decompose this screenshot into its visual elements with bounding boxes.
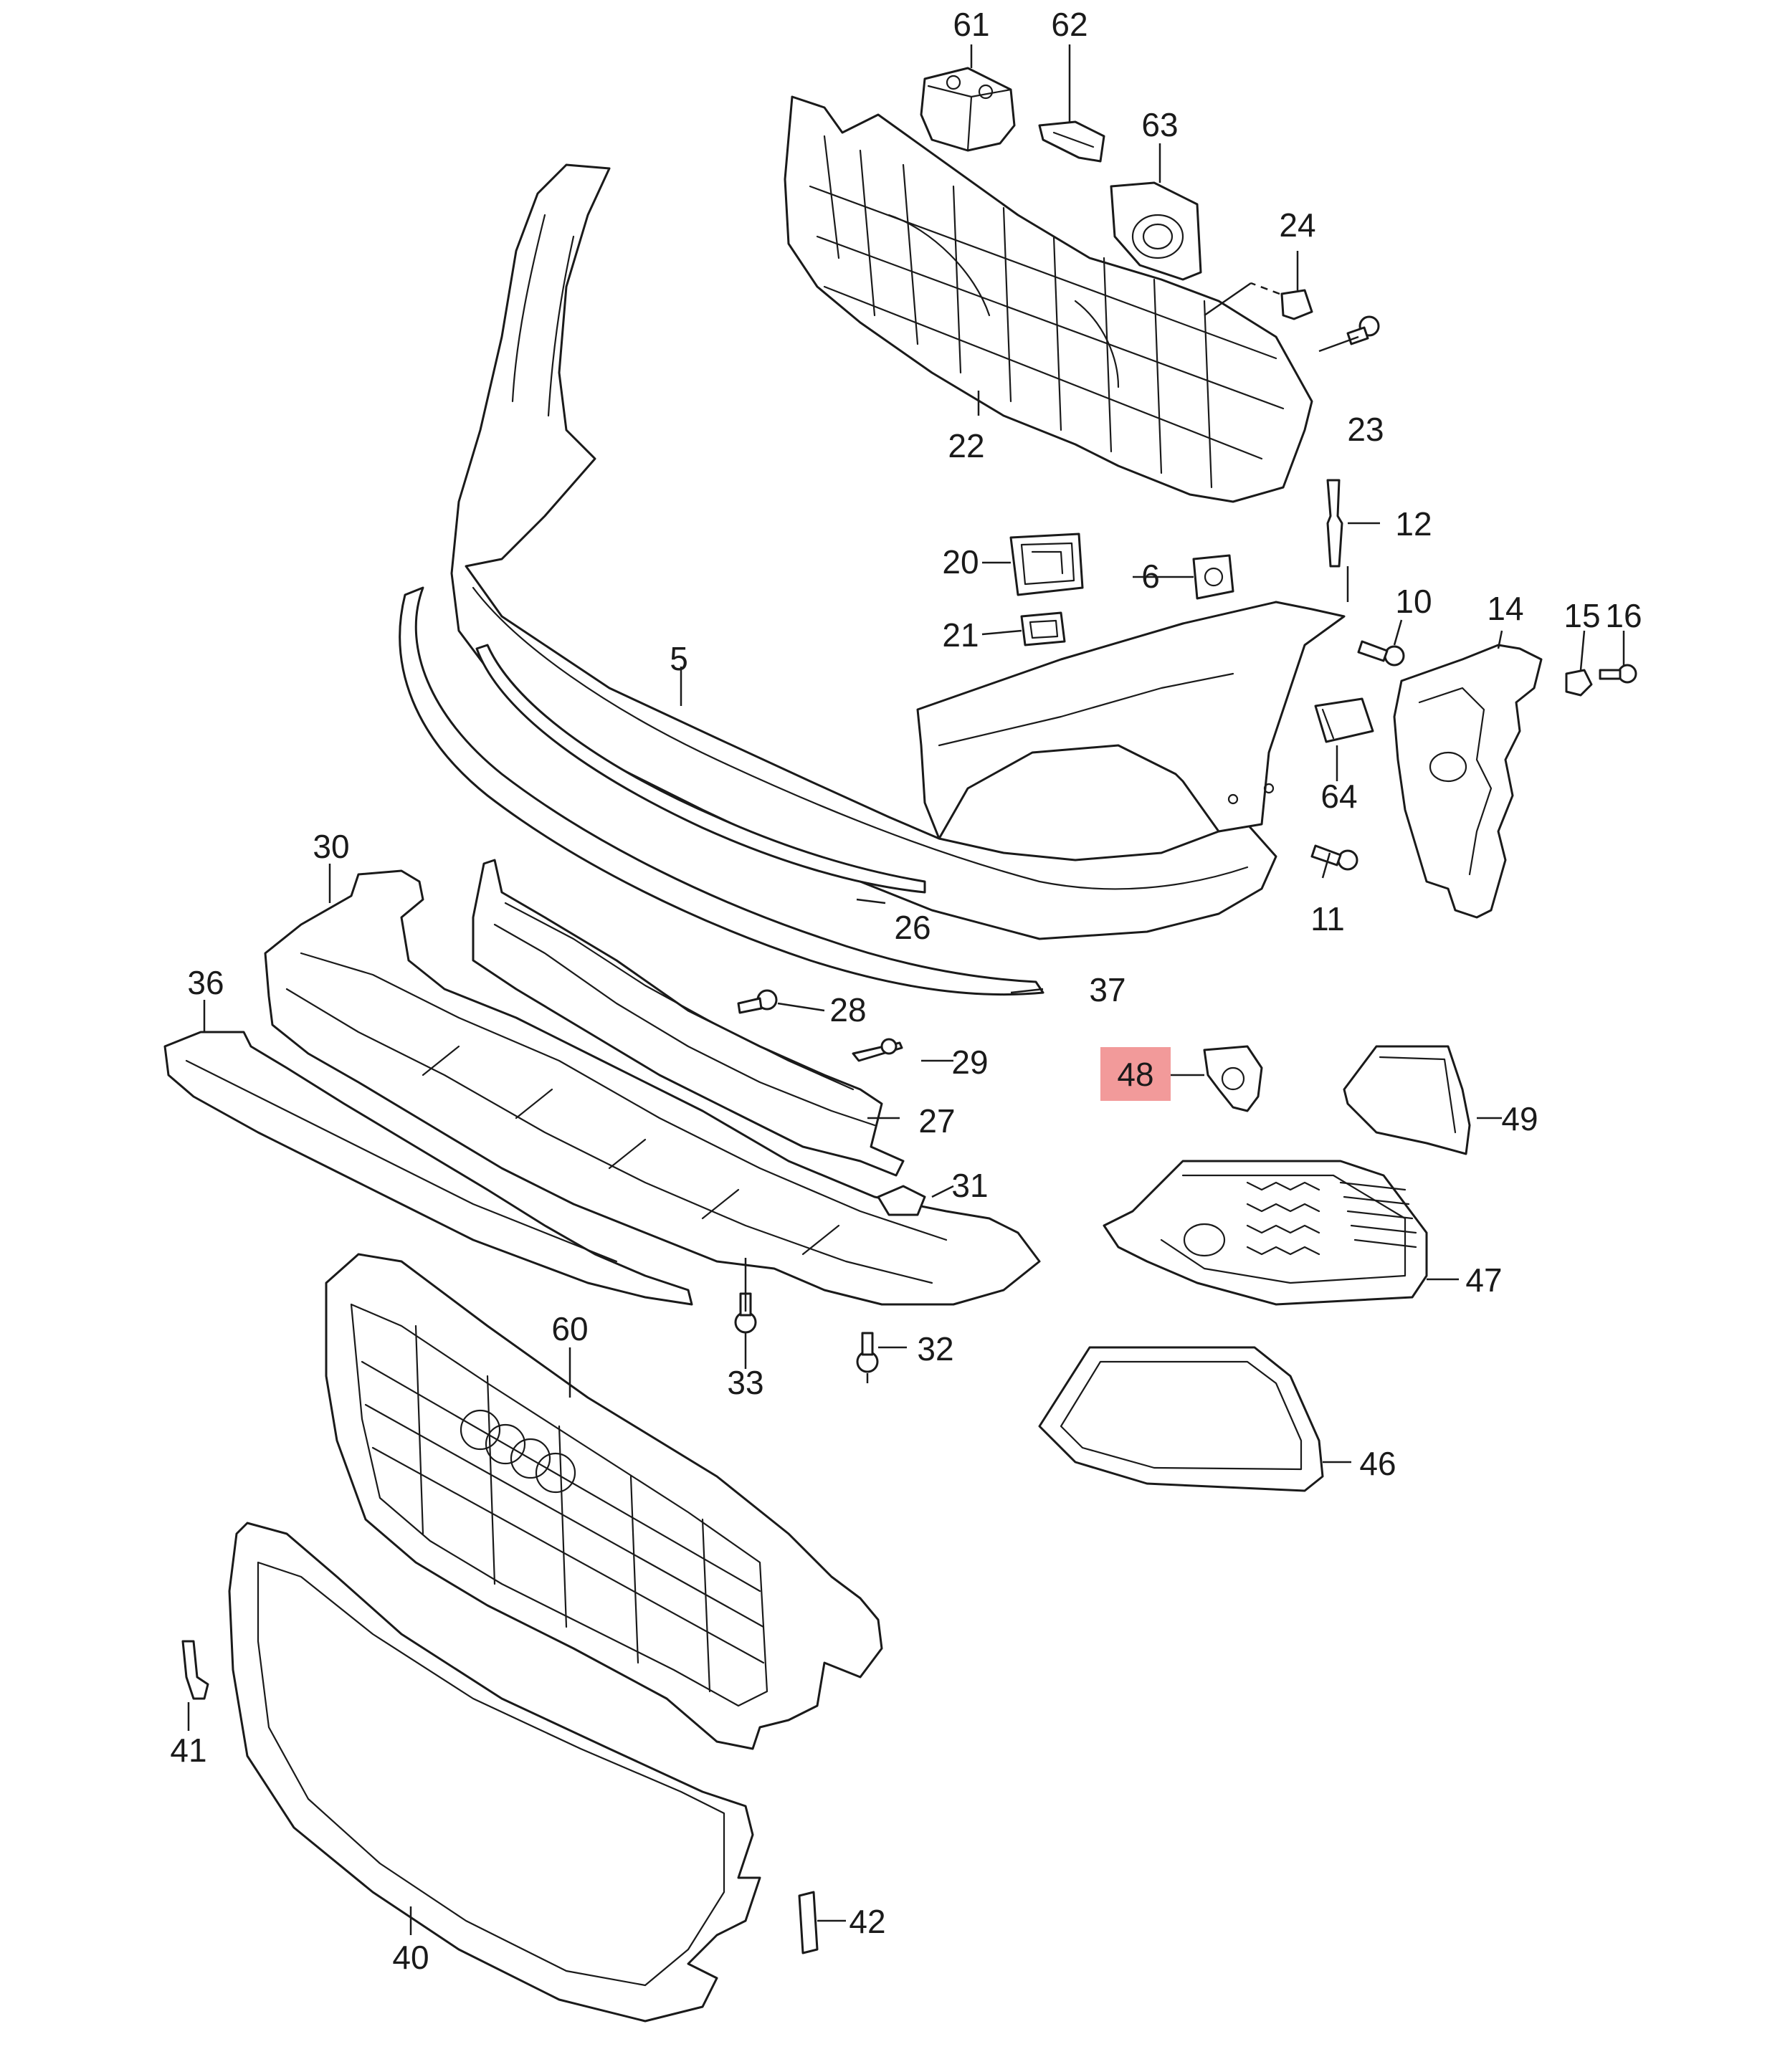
callout-30: 30 bbox=[313, 828, 349, 865]
callout-5: 5 bbox=[670, 640, 688, 677]
part-16-screw[interactable] bbox=[1599, 664, 1637, 684]
callout-24: 24 bbox=[1279, 206, 1315, 244]
part-10-screw[interactable] bbox=[1357, 640, 1405, 667]
leader-lines bbox=[187, 44, 1625, 1935]
callout-14: 14 bbox=[1487, 590, 1523, 627]
callout-63: 63 bbox=[1141, 106, 1178, 143]
callout-10: 10 bbox=[1395, 583, 1432, 620]
part-41-clip[interactable] bbox=[181, 1640, 209, 1700]
callout-61: 61 bbox=[953, 6, 989, 43]
callout-21: 21 bbox=[942, 616, 979, 654]
callout-36: 36 bbox=[187, 964, 224, 1001]
part-12-rivet[interactable] bbox=[1326, 479, 1343, 568]
callout-32: 32 bbox=[917, 1330, 953, 1367]
callout-26: 26 bbox=[894, 909, 931, 946]
callout-27: 27 bbox=[918, 1102, 955, 1140]
callout-46: 46 bbox=[1359, 1445, 1396, 1482]
part-49-cover[interactable] bbox=[1343, 1045, 1471, 1155]
part-21-bracket[interactable] bbox=[1020, 611, 1066, 646]
part-5-bumper-cover[interactable] bbox=[450, 163, 1346, 940]
callout-64: 64 bbox=[1320, 778, 1357, 815]
part-27-grille-bracket[interactable] bbox=[472, 859, 905, 1177]
part-42-clip[interactable] bbox=[798, 1891, 819, 1954]
callout-16: 16 bbox=[1605, 597, 1642, 634]
callout-20: 20 bbox=[942, 543, 979, 581]
callout-12: 12 bbox=[1395, 505, 1432, 543]
callout-33: 33 bbox=[727, 1364, 763, 1401]
part-22-carrier[interactable] bbox=[784, 95, 1313, 503]
part-47-fog-grille[interactable] bbox=[1103, 1160, 1428, 1306]
part-30-lower-carrier[interactable] bbox=[264, 869, 1041, 1306]
callout-31: 31 bbox=[951, 1167, 988, 1204]
callout-41: 41 bbox=[170, 1732, 206, 1769]
part-11-screw[interactable] bbox=[1310, 844, 1358, 871]
part-60-grille[interactable] bbox=[325, 1253, 883, 1750]
part-15-nut[interactable] bbox=[1565, 669, 1593, 697]
callout-48-highlight bbox=[1100, 1047, 1171, 1101]
callout-49: 49 bbox=[1501, 1100, 1538, 1137]
callout-42: 42 bbox=[849, 1903, 885, 1940]
callout-labels: 61 62 63 24 23 22 12 20 6 10 14 15 16 21… bbox=[170, 6, 1642, 1976]
callout-40: 40 bbox=[392, 1939, 429, 1976]
callout-48[interactable]: 48 bbox=[1117, 1056, 1153, 1093]
part-64-sensor[interactable] bbox=[1314, 697, 1374, 743]
part-14-side-bracket[interactable] bbox=[1393, 644, 1543, 919]
part-20-bracket[interactable] bbox=[1009, 533, 1084, 596]
callout-23: 23 bbox=[1347, 411, 1384, 448]
rings-logo bbox=[460, 1409, 576, 1494]
part-29-rivet[interactable] bbox=[852, 1038, 903, 1062]
part-46-fog-frame[interactable] bbox=[1038, 1346, 1324, 1492]
callout-29: 29 bbox=[951, 1044, 988, 1081]
part-31-clip[interactable] bbox=[877, 1185, 926, 1216]
callout-15: 15 bbox=[1564, 597, 1600, 634]
part-36-spoiler[interactable] bbox=[163, 1031, 693, 1306]
part-61-sensor[interactable] bbox=[920, 67, 1016, 152]
callout-11: 11 bbox=[1310, 900, 1345, 937]
part-28-screw[interactable] bbox=[737, 989, 778, 1014]
callout-6: 6 bbox=[1141, 558, 1160, 595]
part-24-nut[interactable] bbox=[1280, 289, 1313, 320]
callout-60: 60 bbox=[551, 1310, 588, 1347]
callout-62: 62 bbox=[1051, 6, 1087, 43]
callout-37: 37 bbox=[1089, 971, 1125, 1008]
part-6-clip[interactable] bbox=[1192, 554, 1234, 600]
part-32-screw[interactable] bbox=[856, 1332, 879, 1373]
part-37-strip[interactable] bbox=[399, 586, 1044, 996]
part-26-strip[interactable] bbox=[475, 644, 926, 894]
part-62-clip[interactable] bbox=[1038, 120, 1105, 163]
callout-47: 47 bbox=[1465, 1261, 1502, 1299]
callout-22: 22 bbox=[948, 427, 984, 464]
part-40-grille-frame[interactable] bbox=[228, 1522, 761, 2023]
part-23-screw[interactable] bbox=[1346, 315, 1380, 345]
callout-28: 28 bbox=[829, 991, 866, 1028]
part-63-radar[interactable] bbox=[1110, 181, 1202, 281]
part-48-bracket[interactable] bbox=[1203, 1045, 1263, 1112]
